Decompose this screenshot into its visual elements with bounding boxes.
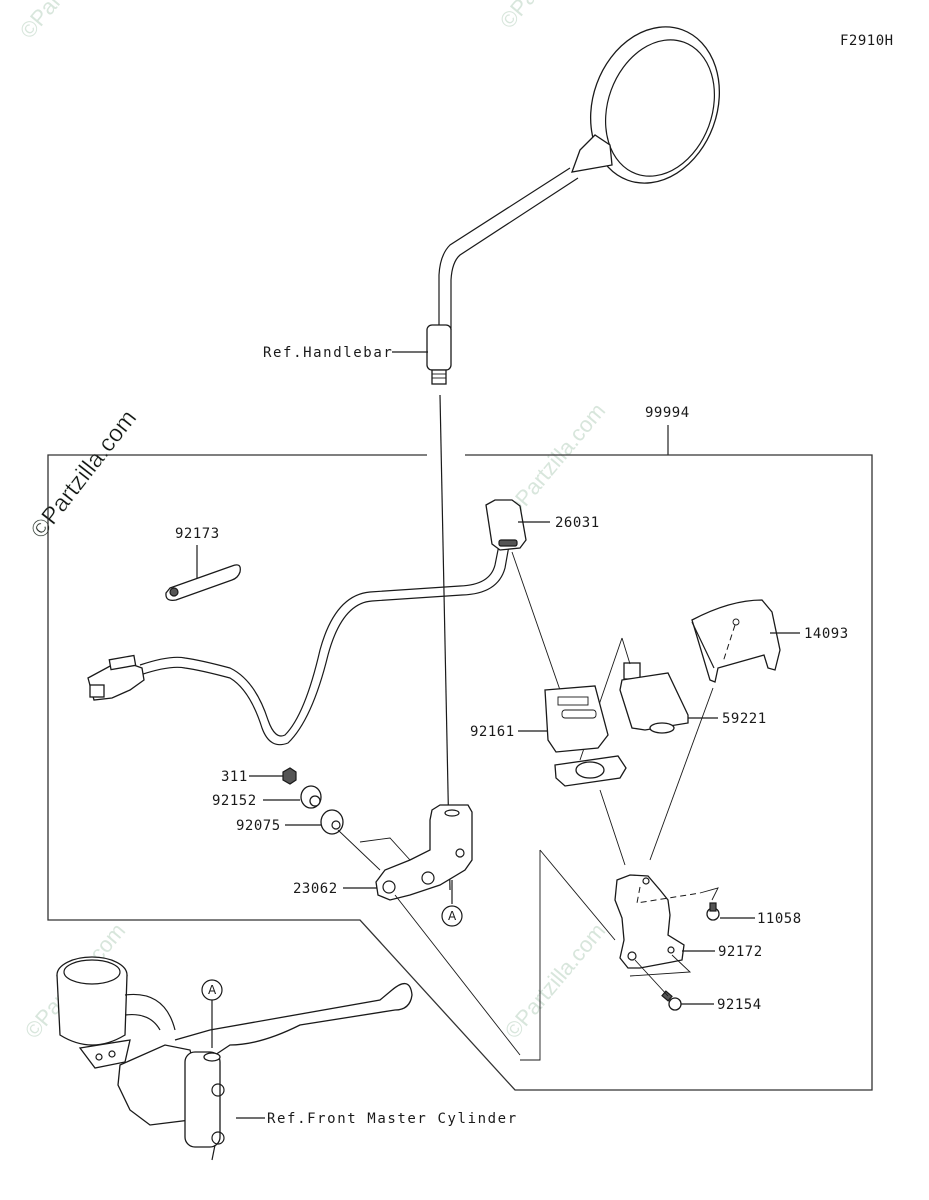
wire-harness[interactable] xyxy=(87,539,511,746)
front-master-cylinder[interactable] xyxy=(56,956,413,1161)
part-92152[interactable] xyxy=(263,785,322,809)
part-92075[interactable] xyxy=(285,809,344,835)
callout-11058[interactable]: 92172 xyxy=(718,944,763,960)
callout-92173[interactable]: 92173 xyxy=(175,526,220,542)
callout-92161[interactable]: 92161 xyxy=(470,724,515,740)
part-26031[interactable] xyxy=(485,499,550,551)
callout-92172[interactable]: 11058 xyxy=(757,911,802,927)
callout-92152[interactable]: 92152 xyxy=(212,793,257,809)
guide-line xyxy=(359,837,411,861)
svg-text:A: A xyxy=(208,983,217,997)
part-92172[interactable] xyxy=(706,902,755,921)
reference-marker-a: A xyxy=(441,880,463,927)
part-14093[interactable] xyxy=(691,599,800,683)
callout-26031[interactable]: 26031 xyxy=(555,515,600,531)
callout-92075[interactable]: 92075 xyxy=(236,818,281,834)
part-92161[interactable] xyxy=(518,685,627,787)
svg-text:A: A xyxy=(448,909,457,923)
watermark-text: ©Partzilla.com xyxy=(500,918,611,1043)
partzilla-watermark: ©Partzilla.com xyxy=(25,405,142,544)
ref-handlebar-label: Ref.Handlebar xyxy=(263,345,393,361)
part-311[interactable] xyxy=(249,767,297,785)
callout-92154[interactable]: 92154 xyxy=(717,997,762,1013)
part-23062[interactable] xyxy=(343,804,473,901)
guide-line xyxy=(337,829,381,871)
guide-line xyxy=(649,687,714,861)
part-92154[interactable] xyxy=(634,959,714,1011)
callout-99994[interactable]: 99994 xyxy=(645,405,690,421)
part-11058[interactable] xyxy=(614,874,719,977)
mirror[interactable] xyxy=(426,9,741,385)
guide-line xyxy=(520,850,541,1061)
watermark-text: ©Partzilla.com xyxy=(495,0,606,33)
figure-code: F2910H xyxy=(840,33,894,49)
guide-line xyxy=(511,551,561,691)
callout-59221[interactable]: 59221 xyxy=(722,711,767,727)
guide-line xyxy=(394,894,521,1056)
callout-23062[interactable]: 23062 xyxy=(293,881,338,897)
callout-14093[interactable]: 14093 xyxy=(804,626,849,642)
part-92173[interactable] xyxy=(165,545,241,601)
watermark-text: ©Partzilla.com xyxy=(15,0,126,43)
guide-line xyxy=(599,789,626,866)
ref-front-master-cylinder-label: Ref.Front Master Cylinder xyxy=(267,1111,518,1127)
guide-line xyxy=(539,849,616,941)
kit-frame xyxy=(47,425,873,1091)
reference-marker-a: A xyxy=(201,979,223,1048)
callout-311[interactable]: 311 xyxy=(221,769,248,785)
part-59221[interactable] xyxy=(619,662,718,734)
